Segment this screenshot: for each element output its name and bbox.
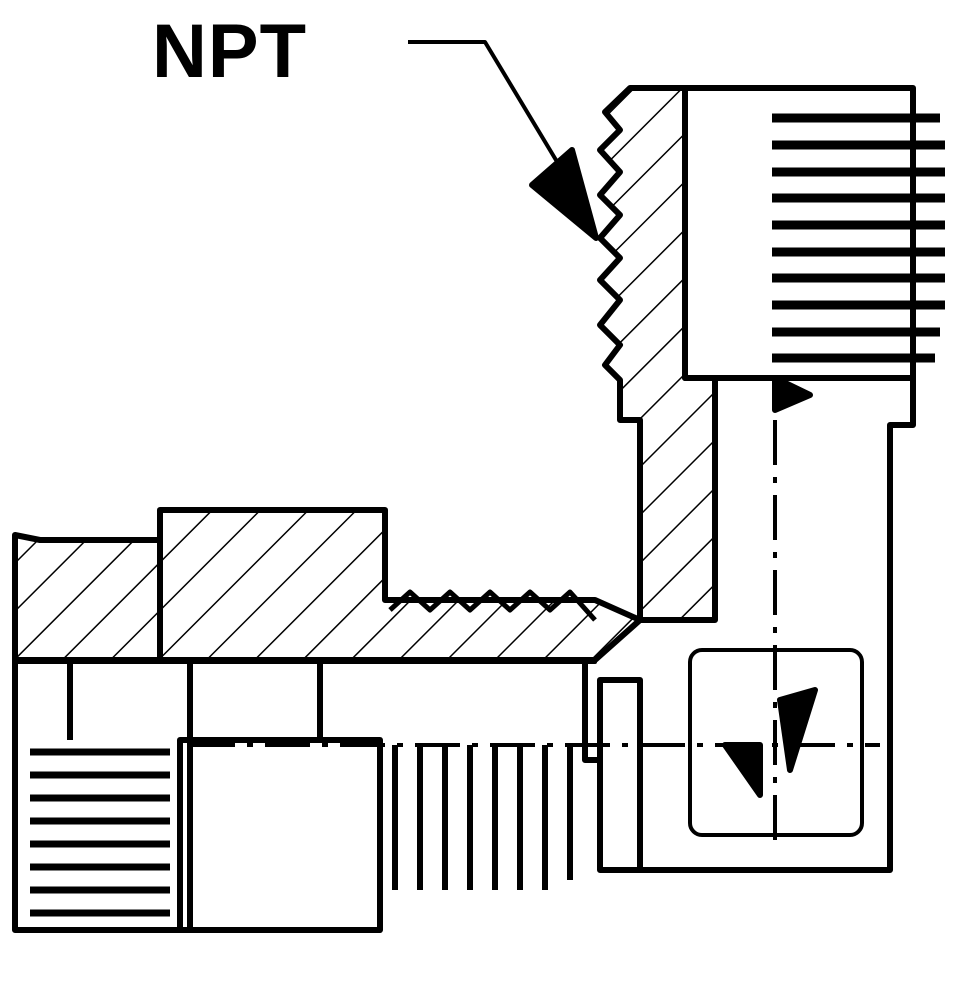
vertical-npt-end [597, 85, 945, 873]
horizontal-body [12, 507, 880, 933]
npt-label: NPT [152, 9, 307, 94]
leader-arrow [408, 40, 599, 241]
